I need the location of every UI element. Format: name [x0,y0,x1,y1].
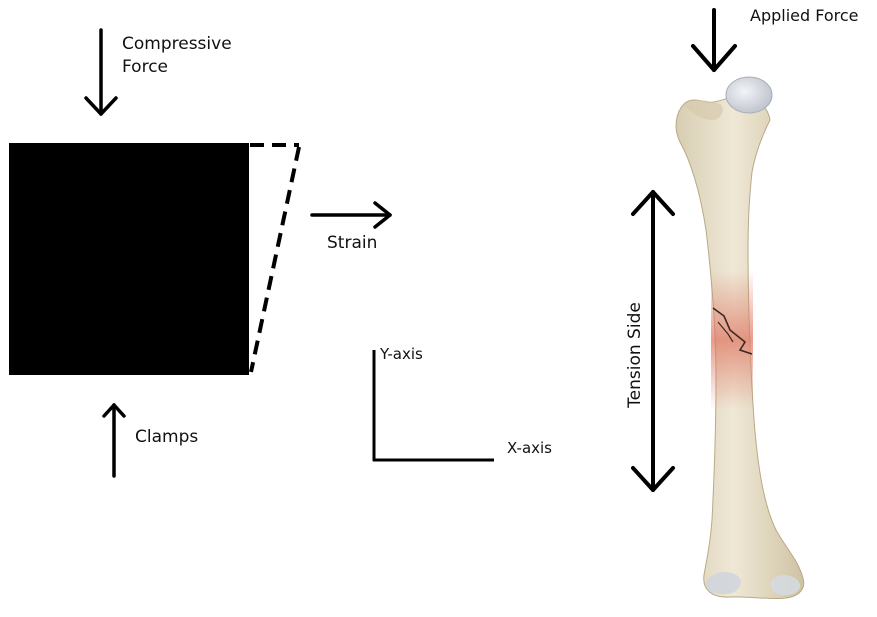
deformed-outline [250,145,299,372]
y-axis-label: Y-axis [380,343,423,366]
strain-label: Strain [327,232,377,255]
femur-illustration [676,77,804,599]
applied-force-label: Applied Force [750,4,859,27]
femoral-head [726,77,772,113]
clamps-label: Clamps [135,426,198,449]
specimen-block [9,143,249,375]
compressive-force-arrow [86,30,116,114]
axes-indicator [373,350,494,461]
clamps-arrow [104,405,124,476]
compressive-force-label: Compressive Force [122,33,232,79]
x-axis-label: X-axis [507,437,552,460]
applied-force-arrow [693,10,735,70]
strain-arrow [312,203,390,227]
tension-side-label: Tension Side [624,255,647,455]
